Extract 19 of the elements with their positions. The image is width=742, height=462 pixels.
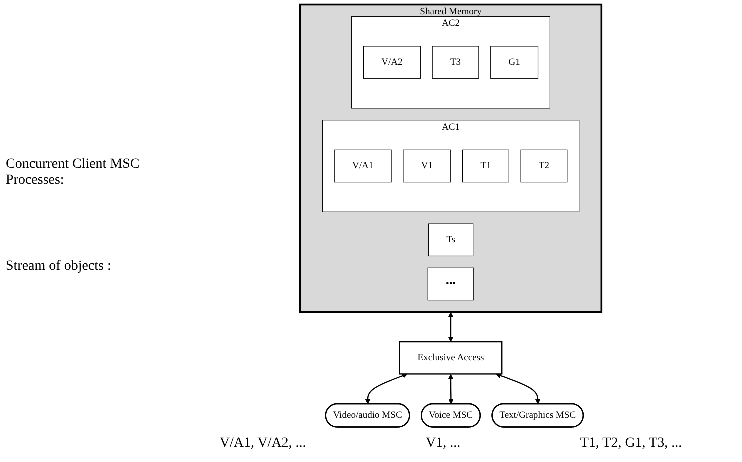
arrow <box>365 373 408 405</box>
arrow <box>448 312 454 342</box>
node-box: T3 <box>432 46 480 79</box>
node-box: V1 <box>403 150 452 183</box>
stream-text: V/A1, V/A2, ... <box>220 436 306 452</box>
node-box: Ts <box>428 224 474 257</box>
row-label: Stream of objects : <box>6 259 112 275</box>
node-box: ••• <box>428 268 474 301</box>
node-box: V/A2 <box>363 46 421 79</box>
node-box: T2 <box>520 150 568 183</box>
arrow <box>496 373 541 405</box>
row-label: Concurrent Client MSC Processes: <box>6 157 141 189</box>
node-box: T1 <box>462 150 510 183</box>
arrow <box>448 374 454 405</box>
node-box: G1 <box>490 46 539 79</box>
stream-text: T1, T2, G1, T3, ... <box>580 436 682 452</box>
node-box: V/A1 <box>334 150 392 183</box>
node-box: Exclusive Access <box>399 341 503 375</box>
stream-text: V1, ... <box>426 436 461 452</box>
